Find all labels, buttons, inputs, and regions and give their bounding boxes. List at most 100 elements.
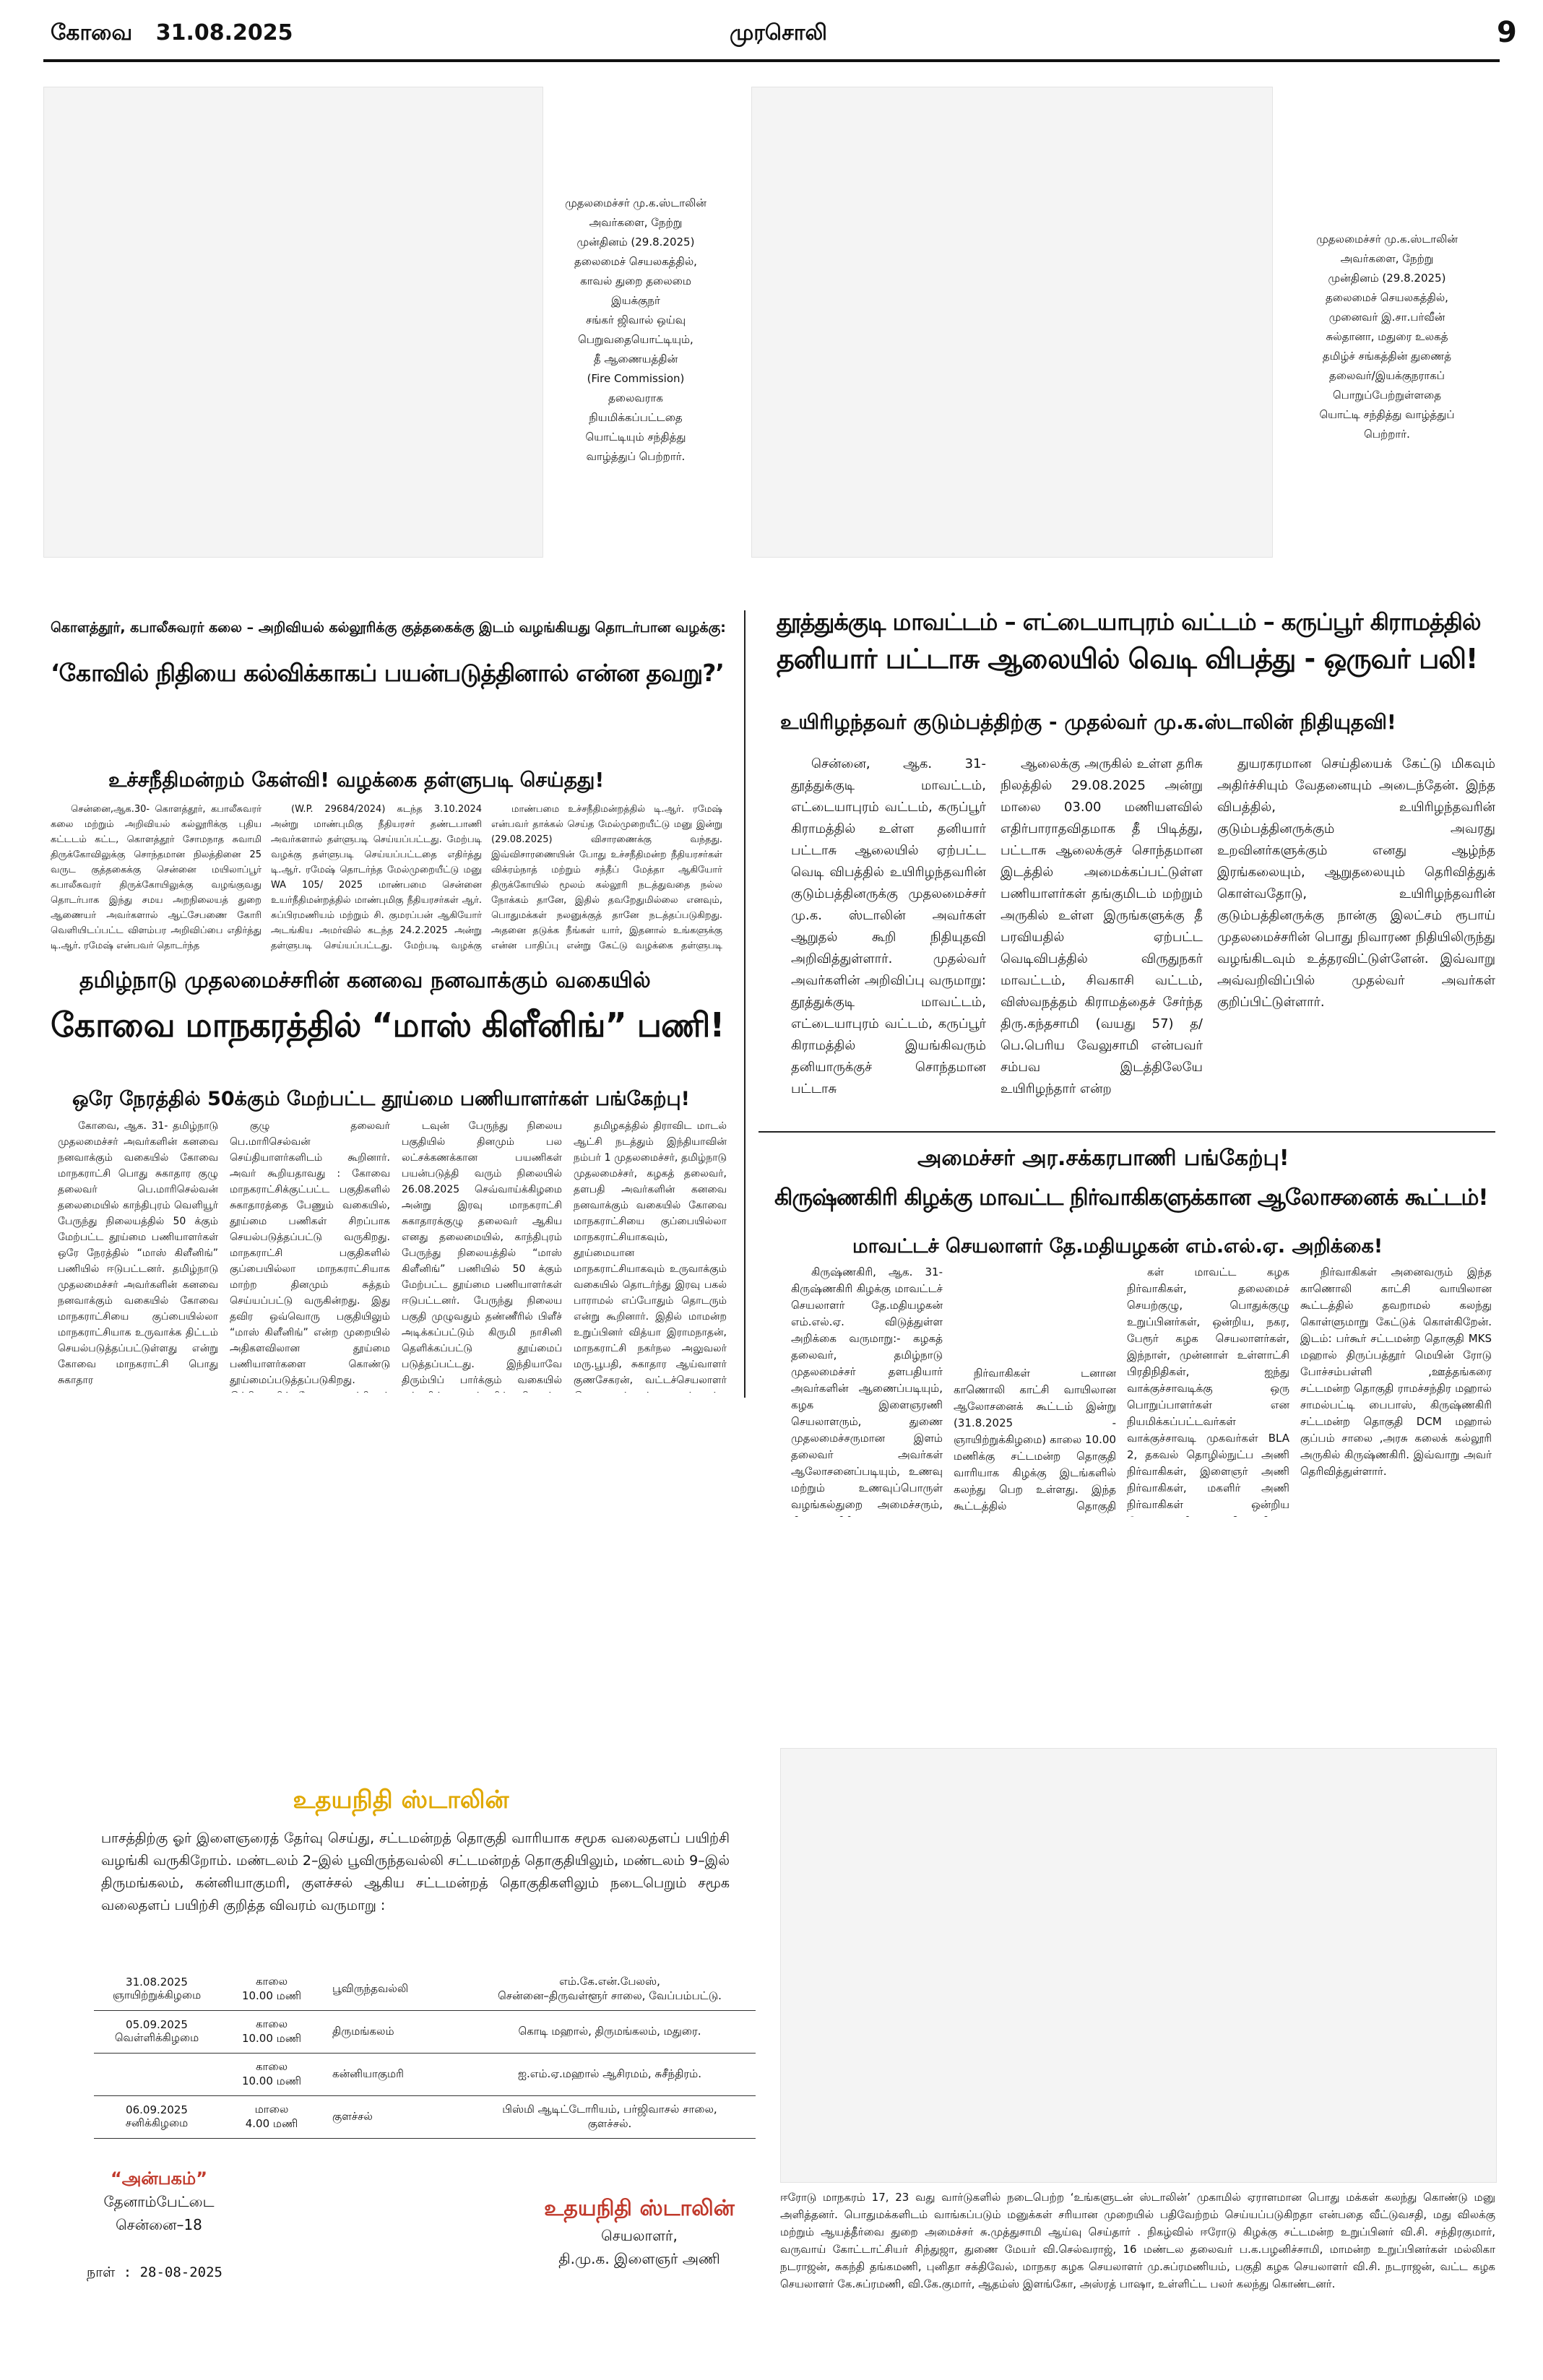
schedule-time: 10.00 மணி xyxy=(241,2074,302,2087)
krishnagiri-headline: கிருஷ்ணகிரி கிழக்கு மாவட்ட நிர்வாகிகளுக்… xyxy=(774,1185,1489,1211)
schedule-cell-v: ஐ.எம்.ஏ.மஹால் ஆசிரமம், சுசீந்திரம். xyxy=(464,2053,756,2096)
schedule-day: ஞாயிற்றுக்கிழமை xyxy=(112,1989,202,2002)
krishnagiri-kicker: அமைச்சர் அர.சக்கரபாணி பங்கேற்பு! xyxy=(917,1146,1289,1171)
schedule-cell-v: கொடி மஹால், திருமங்கலம், மதுரை. xyxy=(464,2010,756,2054)
ad-title: உதயநிதி ஸ்டாலின் xyxy=(293,1786,509,1814)
caption-2-line: பெற்றார். xyxy=(1364,428,1410,441)
schedule-date: 31.08.2025 xyxy=(126,1976,188,1989)
fire-headline: தனியார் பட்டாசு ஆலையில் வெடி விபத்து - ஒ… xyxy=(777,643,1478,675)
fire-col-3: துயரகரமான செய்தியைக் கேட்டு மிகவும் அதிர… xyxy=(1217,756,1495,1010)
erode-caption: ஈரோடு மாநகரம் 17, 23 வது வார்டுகளில் நடை… xyxy=(780,2191,1495,2290)
schedule-venue2: குளச்சல். xyxy=(587,2117,632,2130)
fire-col-2: ஆலைக்கு அருகில் உள்ள தரிசு நிலத்தில் 29.… xyxy=(1000,756,1203,1096)
schedule-time: 10.00 மணி xyxy=(241,1989,302,2002)
schedule-session: மாலை xyxy=(254,2103,289,2116)
photo-caption-1: முதலமைச்சர் மு.க.ஸ்டாலின் அவர்களை, நேற்று… xyxy=(549,194,722,467)
court-kicker: கொளத்தூர், கபாலீசுவரர் கலை – அறிவியல் கல… xyxy=(51,620,726,636)
schedule-place: குளச்சல் xyxy=(332,2110,373,2123)
schedule-cell-p: குளச்சல் xyxy=(324,2095,464,2139)
fire-subhead: உயிரிழந்தவர் குடும்பத்திற்கு - முதல்வர் … xyxy=(780,710,1396,734)
caption-1-line: தீ ஆணையத்தின் xyxy=(593,352,678,365)
schedule-time: 10.00 மணி xyxy=(241,2032,302,2045)
krishnagiri-col-3: கள் மாவட்ட கழக நிர்வாகிகள், தலைமைச் செயற… xyxy=(1127,1265,1289,1517)
schedule-cell-t: காலை 10.00 மணி xyxy=(220,2010,324,2054)
schedule-session: காலை xyxy=(255,2017,288,2030)
schedule-date: 05.09.2025 xyxy=(126,2018,188,2031)
caption-1-line: அவர்களை, நேற்று xyxy=(589,216,683,229)
schedule-venue1: ஐ.எம்.ஏ.மஹால் ஆசிரமம், சுசீந்திரம். xyxy=(517,2067,702,2080)
court-subhead: உச்சநீதிமன்றம் கேள்வி! வழக்கை தள்ளுபடி ச… xyxy=(108,768,605,792)
caption-1-line: யொட்டியும் சந்தித்து xyxy=(585,430,686,443)
masthead-left: கோவை 31.08.2025 xyxy=(51,20,309,48)
schedule-place: கன்னியாகுமரி xyxy=(332,2067,404,2080)
ad-sign-role: செயலாளர், xyxy=(601,2227,678,2244)
schedule-venue1: கொடி மஹால், திருமங்கலம், மதுரை. xyxy=(518,2025,701,2038)
krishnagiri-col-1: கிருஷ்ணகிரி, ஆக. 31- கிருஷ்ணகிரி கிழக்கு… xyxy=(791,1265,943,1517)
schedule-cell-p: பூவிருந்தவல்லி xyxy=(324,1968,464,2011)
caption-2-line: தலைவர்/இயக்குநராகப் xyxy=(1329,369,1445,382)
court-col-3: மாண்பமை உச்சநீதிமன்றத்தில் டி.ஆர். ரமேஷ்… xyxy=(491,804,722,951)
edition-date: 31.08.2025 xyxy=(155,20,293,46)
krishnagiri-col-2: நிர்வாகிகள் டனான காணொலி காட்சி வாயிலான ஆ… xyxy=(954,1367,1116,1517)
schedule-cell-v: பிஸ்மி ஆடிட்டோரியம், பர்ஜிவாசல் சாலை,குள… xyxy=(464,2095,756,2139)
caption-1-line: (Fire Commission) xyxy=(587,372,685,385)
schedule-venue1: பிஸ்மி ஆடிட்டோரியம், பர்ஜிவாசல் சாலை, xyxy=(502,2103,717,2116)
caption-1-line: தலைவராக xyxy=(608,391,663,404)
fire-kicker: தூத்துக்குடி மாவட்டம் – எட்டையாபுரம் வட்… xyxy=(777,608,1482,636)
caption-1-line: இயக்குநர் xyxy=(611,294,660,307)
schedule-place: பூவிருந்தவல்லி xyxy=(332,1982,409,1995)
caption-1-line: முன்தினம் (29.8.2025) xyxy=(576,235,695,248)
caption-2-line: தலைமைச் செயலகத்தில், xyxy=(1326,291,1448,304)
ad-sign-org: தி.மு.க. இளைஞர் அணி xyxy=(558,2250,720,2267)
schedule-cell-v: எம்.கே.என்.பேலஸ்,சென்னை–திருவள்ளூர் சாலை… xyxy=(464,1968,756,2011)
schedule-day: சனிக்கிழமை xyxy=(125,2116,189,2129)
photo-erode-camp xyxy=(780,1748,1497,2183)
court-col-1: சென்னை,ஆக.30- கொளத்தூர், கபாலீசுவரர் கலை… xyxy=(51,804,262,951)
schedule-cell-t: மாலை4.00 மணி xyxy=(220,2095,324,2139)
caption-2-line: சுல்தானா, மதுரை உலகத் xyxy=(1326,330,1448,343)
schedule-cell-p: திருமங்கலம் xyxy=(324,2010,464,2054)
caption-1-line: வாழ்த்துப் பெற்றார். xyxy=(586,450,686,463)
column-divider xyxy=(744,610,745,1398)
schedule-cell-t: காலை10.00 மணி xyxy=(220,1968,324,2011)
story-divider xyxy=(758,1131,1495,1133)
paper-name: முரசொலி xyxy=(730,20,827,46)
kovai-col-1: கோவை, ஆக. 31- தமிழ்நாடு முதலமைச்சர் அவர்… xyxy=(58,1120,218,1386)
kovai-col-2: குழு தலைவர் பெ.மாரிசெல்வன் செய்தியாளர்கள… xyxy=(230,1120,390,1393)
page-number: 9 xyxy=(1497,16,1517,49)
kovai-col-4: தமிழகத்தில் திராவிட மாடல் ஆட்சி நடத்தும்… xyxy=(574,1120,727,1393)
schedule-time: 4.00 மணி xyxy=(245,2117,298,2130)
kovai-kicker: தமிழ்நாடு முதலமைச்சரின் கனவை நனவாக்கும் … xyxy=(79,968,651,993)
krishnagiri-subhead: மாவட்டச் செயலாளர் தே.மதியழகன் எம்.எல்.ஏ.… xyxy=(852,1235,1383,1258)
ad-sign-name: உதயநிதி ஸ்டாலின் xyxy=(544,2196,735,2221)
schedule-cell-t: காலை10.00 மணி xyxy=(220,2053,324,2096)
caption-1-line: காவல் துறை தலைமை xyxy=(580,274,691,287)
caption-1-line: முதலமைச்சர் மு.க.ஸ்டாலின் xyxy=(565,196,706,209)
photo-cm-meeting-2 xyxy=(751,87,1273,558)
photo-cm-meeting-1 xyxy=(43,87,543,558)
schedule-cell-d xyxy=(94,2053,220,2096)
schedule-venue1: எம்.கே.என்.பேலஸ், xyxy=(559,1975,660,1988)
kovai-col-3: டவுன் பேருந்து நிலைய பகுதியில் தினமும் ப… xyxy=(402,1120,562,1393)
ad-from-addr-1: தேனாம்பேட்டை xyxy=(103,2193,215,2210)
ad-from-addr-2: சென்னை–18 xyxy=(116,2216,202,2233)
caption-1-line: சங்கர் ஜிவால் ஒய்வு xyxy=(585,313,686,326)
caption-1-line: தலைமைச் செயலகத்தில், xyxy=(574,255,697,268)
caption-2-line: முன்தினம் (29.8.2025) xyxy=(1328,272,1446,285)
kovai-subhead: ஒரே நேரத்தில் 50க்கும் மேற்பட்ட தூய்மை ப… xyxy=(72,1088,690,1110)
ad-from-org: “அன்பகம்” xyxy=(110,2168,207,2189)
caption-2-line: யொட்டி சந்தித்து வாழ்த்துப் xyxy=(1319,408,1455,421)
caption-1-line: நியமிக்கப்பட்டதை xyxy=(589,411,683,424)
ad-signature: உதயநிதி ஸ்டாலின் செயலாளர், தி.மு.க. இளைஞ… xyxy=(535,2196,744,2270)
caption-2-line: முதலமைச்சர் மு.க.ஸ்டாலின் xyxy=(1316,233,1458,246)
photo-caption-2: முதலமைச்சர் மு.க.ஸ்டாலின்அவர்களை, நேற்று… xyxy=(1279,230,1495,444)
edition-city: கோவை xyxy=(51,20,133,46)
ad-body: பாசத்திற்கு ஓர் இளைஞரைத் தேர்வு செய்து, … xyxy=(101,1830,730,1913)
caption-1-line: பெறுவதையொட்டியும், xyxy=(578,333,693,346)
